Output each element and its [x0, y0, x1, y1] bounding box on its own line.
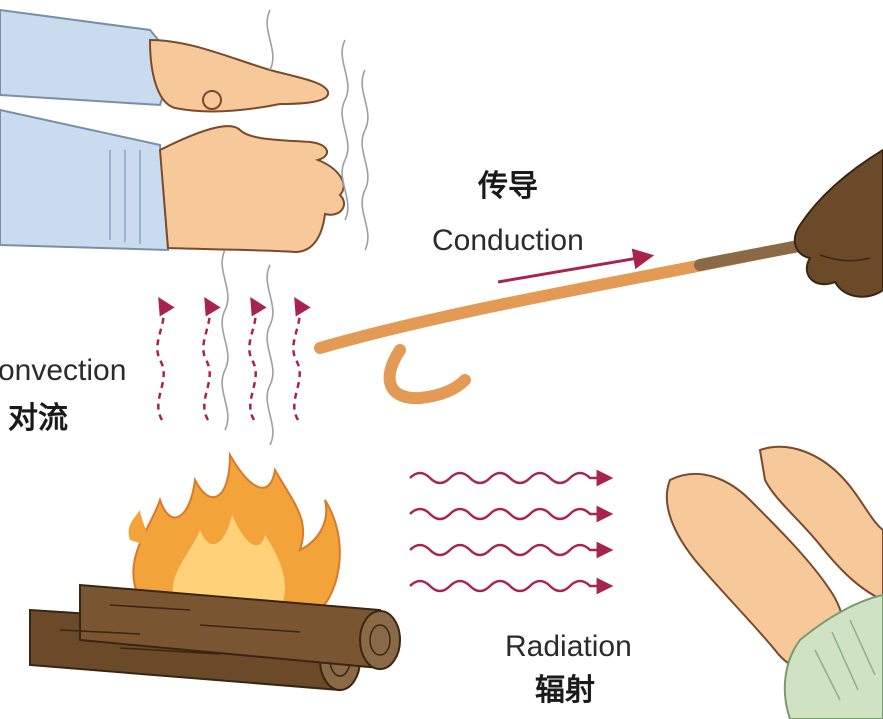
upper-sleeve: [0, 8, 177, 107]
radiation-label-cn: 辐射: [535, 673, 595, 708]
radiation-arrows: [409, 469, 614, 595]
convection-label-en: onvection: [0, 354, 126, 387]
convection-arrow-3: [248, 296, 267, 421]
conduction-hand: [793, 148, 883, 298]
convection-hands: [0, 8, 345, 254]
upper-hand: [148, 38, 329, 113]
radiation-hands: [665, 445, 883, 719]
conduction-label-cn: 传导: [477, 169, 538, 204]
lower-hand: [158, 125, 345, 254]
radiation-arrow-1: [409, 469, 614, 487]
radiation-arrow-3: [409, 541, 614, 559]
convection-arrow-1: [156, 296, 175, 421]
heat-shimmer: [221, 9, 369, 446]
campfire-icon: [29, 451, 401, 692]
convection-arrow-4: [292, 296, 311, 421]
flames: [128, 451, 341, 612]
convection-arrows: [156, 296, 311, 421]
conduction-stick: [314, 229, 861, 405]
radiation-arrow-4: [409, 577, 614, 595]
radiation-arrow-2: [409, 505, 614, 523]
logs: [29, 583, 401, 692]
convection-label-cn: 对流: [8, 401, 68, 436]
convection-arrow-2: [202, 296, 221, 421]
radiation-sleeve: [783, 593, 883, 719]
lower-sleeve: [0, 108, 170, 252]
conduction-label-en: Conduction: [432, 224, 584, 257]
conduction-arrow: [497, 248, 655, 284]
radiation-label-en: Radiation: [505, 630, 632, 663]
